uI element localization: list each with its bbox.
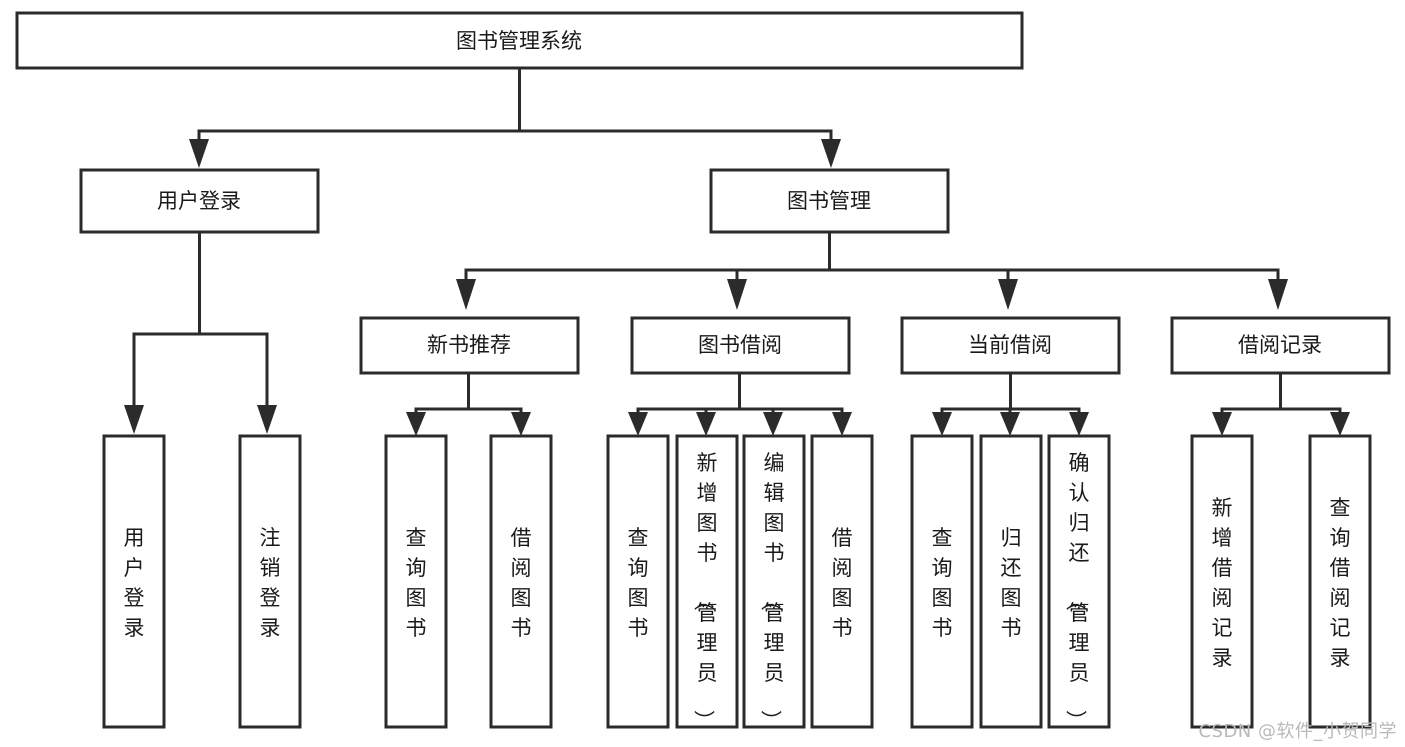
node-leaf-confirm-return-label: 确认归还（管理员）	[1064, 451, 1090, 731]
node-leaf-borrow-book-1[interactable]: 借阅图书	[489, 434, 553, 729]
arrow-to-leaf-query-book-3	[932, 412, 952, 436]
arrow-to-borrow-record	[1268, 279, 1288, 310]
arrow-to-leaf-query-book-1	[406, 412, 426, 436]
arrow-to-leaf-return-book	[1000, 412, 1020, 436]
node-leaf-query-book-1-box[interactable]	[384, 434, 448, 729]
node-leaf-query-book-2-box[interactable]	[606, 434, 670, 729]
node-borrow-record-box[interactable]	[1170, 316, 1391, 375]
node-leaf-query-book-3-label: 查询图书	[932, 526, 953, 640]
node-leaf-borrow-book-2-label: 借阅图书	[832, 526, 853, 640]
node-borrow-record-label: 借阅记录	[1238, 333, 1322, 357]
node-leaf-query-book-2-label: 查询图书	[628, 526, 649, 640]
node-leaf-query-book-3-box[interactable]	[910, 434, 974, 729]
node-leaf-add-record-label: 新增借阅记录	[1212, 496, 1233, 670]
node-leaf-logout-label: 注销登录	[260, 526, 281, 640]
node-leaf-query-record-box[interactable]	[1308, 434, 1372, 729]
node-user-login[interactable]: 用户登录	[79, 168, 320, 234]
node-leaf-return-book-box[interactable]	[979, 434, 1043, 729]
node-root[interactable]: 图书管理系统	[15, 11, 1024, 70]
node-leaf-add-book-label: 新增图书（管理员）	[692, 451, 718, 731]
node-leaf-confirm-return[interactable]: 确认归还（管理员）	[1047, 434, 1111, 731]
arrow-to-current-borrow	[998, 279, 1018, 310]
node-leaf-borrow-book-2-box[interactable]	[810, 434, 874, 729]
node-leaf-query-record-label: 查询借阅记录	[1330, 496, 1351, 670]
node-leaf-edit-book-label: 编辑图书（管理员）	[759, 451, 785, 731]
node-leaf-return-book[interactable]: 归还图书	[979, 434, 1043, 729]
node-leaf-user-login-label: 用户登录	[124, 526, 145, 640]
arrow-to-leaf-add-book	[696, 412, 716, 436]
node-book-borrow[interactable]: 图书借阅	[630, 316, 851, 375]
arrow-to-leaf-borrow-book-2	[832, 412, 852, 436]
node-new-book-rec-label: 新书推荐	[427, 333, 511, 357]
node-leaf-borrow-book-1-box[interactable]	[489, 434, 553, 729]
arrow-to-leaf-add-record	[1212, 412, 1232, 436]
node-leaf-user-login-box[interactable]	[102, 434, 166, 729]
arrow-to-leaf-query-record	[1330, 412, 1350, 436]
arrow-to-new-book-rec	[456, 279, 476, 310]
node-root-label: 图书管理系统	[456, 29, 582, 53]
arrow-to-leaf-borrow-book-1	[511, 412, 531, 436]
arrow-to-leaf-logout	[257, 405, 277, 434]
arrow-to-book-manage	[821, 139, 841, 168]
arrow-to-leaf-edit-book	[763, 412, 783, 436]
node-leaf-borrow-book-1-label: 借阅图书	[511, 526, 532, 640]
node-leaf-confirm-return-box[interactable]	[1047, 434, 1111, 729]
node-book-manage-box[interactable]	[709, 168, 950, 234]
node-leaf-query-book-2[interactable]: 查询图书	[606, 434, 670, 729]
node-new-book-rec-box[interactable]	[359, 316, 580, 375]
node-user-login-label: 用户登录	[157, 189, 241, 213]
node-current-borrow-box[interactable]	[900, 316, 1121, 375]
connectors-group	[124, 66, 1350, 436]
node-leaf-add-book-box[interactable]	[675, 434, 739, 729]
arrow-to-book-borrow	[727, 279, 747, 310]
node-leaf-edit-book[interactable]: 编辑图书（管理员）	[742, 434, 806, 731]
node-leaf-query-book-1-label: 查询图书	[406, 526, 427, 640]
csdn-watermark: CSDN @软件_小贺同学	[1198, 721, 1397, 742]
node-leaf-query-record[interactable]: 查询借阅记录	[1308, 434, 1372, 729]
node-leaf-return-book-label: 归还图书	[1001, 526, 1022, 640]
node-leaf-query-book-1[interactable]: 查询图书	[384, 434, 448, 729]
node-book-borrow-label: 图书借阅	[698, 333, 782, 357]
node-leaf-borrow-book-2[interactable]: 借阅图书	[810, 434, 874, 729]
node-leaf-add-book[interactable]: 新增图书（管理员）	[675, 434, 739, 731]
node-book-manage-label: 图书管理	[787, 189, 871, 213]
node-current-borrow-label: 当前借阅	[968, 333, 1052, 357]
node-leaf-logout-box[interactable]	[238, 434, 302, 729]
arrow-to-user-login	[189, 139, 209, 168]
arrow-to-leaf-query-book-2	[628, 412, 648, 436]
node-new-book-rec[interactable]: 新书推荐	[359, 316, 580, 375]
node-current-borrow[interactable]: 当前借阅	[900, 316, 1121, 375]
arrow-to-leaf-confirm-return	[1069, 412, 1089, 436]
arrow-to-leaf-user-login	[124, 405, 144, 434]
node-leaf-edit-book-box[interactable]	[742, 434, 806, 729]
node-leaf-add-record[interactable]: 新增借阅记录	[1190, 434, 1254, 729]
node-borrow-record[interactable]: 借阅记录	[1170, 316, 1391, 375]
node-leaf-user-login[interactable]: 用户登录	[102, 434, 166, 729]
node-root-box[interactable]	[15, 11, 1024, 70]
node-book-borrow-box[interactable]	[630, 316, 851, 375]
node-leaf-logout[interactable]: 注销登录	[238, 434, 302, 729]
node-leaf-add-record-box[interactable]	[1190, 434, 1254, 729]
node-book-manage[interactable]: 图书管理	[709, 168, 950, 234]
node-user-login-box[interactable]	[79, 168, 320, 234]
node-leaf-query-book-3[interactable]: 查询图书	[910, 434, 974, 729]
